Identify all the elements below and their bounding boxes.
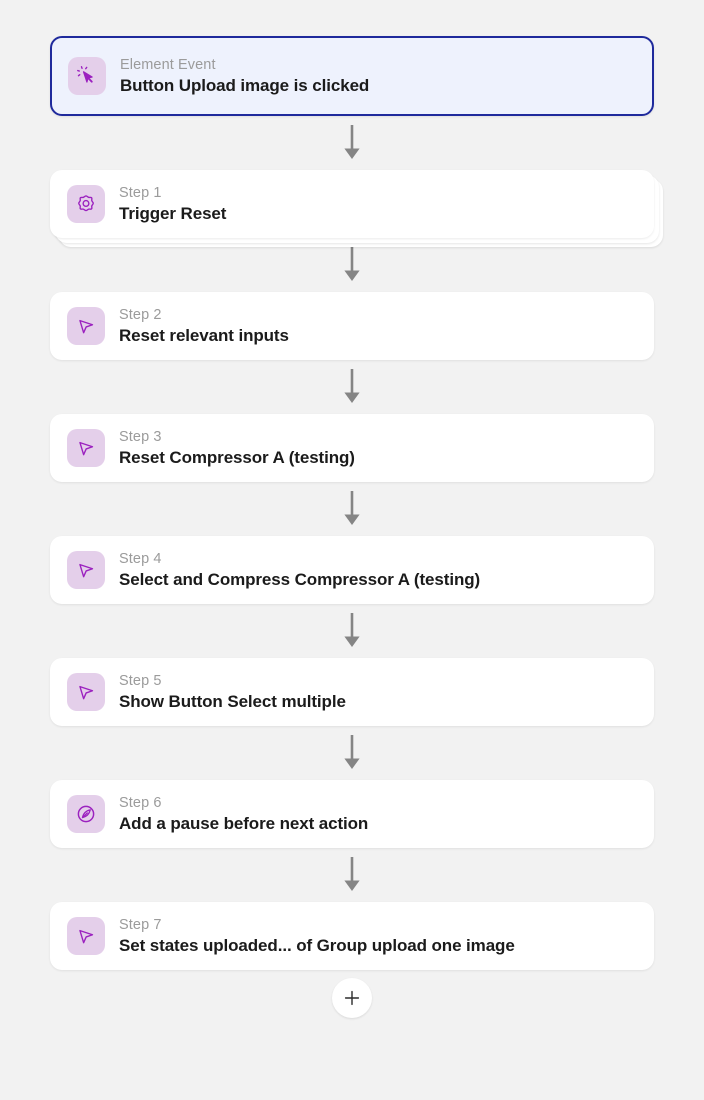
step-card[interactable]: Step 5 Show Button Select multiple <box>50 658 654 726</box>
workflow-step-node[interactable]: Step 6 Add a pause before next action <box>50 780 654 848</box>
card-text: Step 5 Show Button Select multiple <box>119 672 350 713</box>
step-label: Step 4 <box>119 550 162 567</box>
cursor-arrow-icon <box>67 673 105 711</box>
add-action-row <box>0 970 704 1026</box>
card-text: Step 7 Set states uploaded... of Group up… <box>119 916 519 957</box>
step-card[interactable]: Step 7 Set states uploaded... of Group up… <box>50 902 654 970</box>
connector-arrow <box>0 238 704 292</box>
plus-icon <box>342 988 362 1008</box>
step-card[interactable]: Step 3 Reset Compressor A (testing) <box>50 414 654 482</box>
gear-icon <box>67 185 105 223</box>
connector-arrow <box>0 116 704 170</box>
card-text: Step 4 Select and Compress Compressor A (… <box>119 550 484 591</box>
step-label: Step 1 <box>119 184 162 201</box>
cursor-click-icon <box>68 57 106 95</box>
connector-arrow <box>0 604 704 658</box>
workflow-step-node[interactable]: Step 1 Trigger Reset <box>50 170 663 247</box>
step-title: Select and Compress Compressor A (testin… <box>119 569 481 589</box>
step-label: Step 7 <box>119 916 162 933</box>
card-text: Step 1 Trigger Reset <box>119 184 230 225</box>
step-card[interactable]: Step 2 Reset relevant inputs <box>50 292 654 360</box>
workflow-step-node[interactable]: Step 5 Show Button Select multiple <box>50 658 654 726</box>
card-text: Step 2 Reset relevant inputs <box>119 306 293 347</box>
step-title: Button Upload image is clicked <box>120 75 370 95</box>
connector-arrow <box>0 482 704 536</box>
step-title: Trigger Reset <box>119 203 227 223</box>
workflow-step-node[interactable]: Step 7 Set states uploaded... of Group up… <box>50 902 654 970</box>
step-label: Step 3 <box>119 428 162 445</box>
step-title: Add a pause before next action <box>119 813 369 833</box>
workflow-step-node[interactable]: Step 3 Reset Compressor A (testing) <box>50 414 654 482</box>
workflow-step-node[interactable]: Step 2 Reset relevant inputs <box>50 292 654 360</box>
connector-arrow <box>0 726 704 780</box>
step-card[interactable]: Step 4 Select and Compress Compressor A (… <box>50 536 654 604</box>
card-text: Step 6 Add a pause before next action <box>119 794 372 835</box>
card-text: Step 3 Reset Compressor A (testing) <box>119 428 359 469</box>
cursor-arrow-icon <box>67 307 105 345</box>
cursor-arrow-icon <box>67 429 105 467</box>
step-card[interactable]: Step 6 Add a pause before next action <box>50 780 654 848</box>
add-action-button[interactable] <box>332 978 372 1018</box>
step-title: Reset relevant inputs <box>119 325 289 345</box>
cursor-arrow-icon <box>67 917 105 955</box>
pause-circle-icon <box>67 795 105 833</box>
step-title: Reset Compressor A (testing) <box>119 447 355 467</box>
connector-arrow <box>0 848 704 902</box>
step-label: Step 6 <box>119 794 162 811</box>
step-card[interactable]: Step 1 Trigger Reset <box>50 170 654 238</box>
step-label: Step 5 <box>119 672 162 689</box>
connector-arrow <box>0 360 704 414</box>
cursor-arrow-icon <box>67 551 105 589</box>
step-title: Set states uploaded... of Group upload o… <box>119 935 515 955</box>
step-label: Step 2 <box>119 306 162 323</box>
step-title: Show Button Select multiple <box>119 691 346 711</box>
workflow-step-node[interactable]: Step 4 Select and Compress Compressor A (… <box>50 536 654 604</box>
step-label: Element Event <box>120 56 216 73</box>
